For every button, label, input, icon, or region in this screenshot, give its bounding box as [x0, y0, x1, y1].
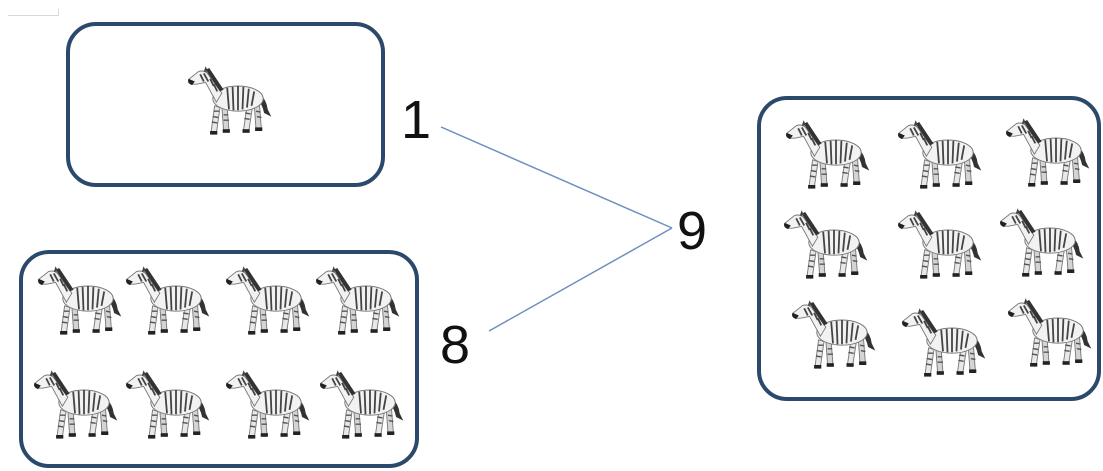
zebra-icon [894, 120, 984, 196]
zebra-icon [316, 370, 406, 446]
zebra-icon [898, 308, 988, 384]
page-corner-mark [8, 9, 59, 17]
zebra-icon [788, 300, 878, 376]
zebra-icon [782, 120, 872, 196]
zebra-icon [1004, 298, 1094, 374]
number-label-eight: 8 [440, 315, 471, 375]
zebra-icon [1002, 118, 1092, 194]
zebra-icon [894, 210, 984, 286]
zebra-icon [184, 66, 274, 142]
zebra-icon [34, 266, 124, 342]
zebra-icon [30, 370, 120, 446]
zebra-icon [222, 266, 312, 342]
zebra-icon [122, 370, 212, 446]
number-label-nine: 9 [677, 201, 708, 261]
connector-line-eight-to-nine [488, 227, 673, 332]
zebra-icon [122, 266, 212, 342]
zebra-icon [780, 210, 870, 286]
connector-line-one-to-nine [440, 126, 673, 229]
zebra-icon [996, 208, 1086, 284]
number-label-one: 1 [401, 90, 432, 150]
zebra-icon [222, 370, 312, 446]
zebra-icon [312, 266, 402, 342]
